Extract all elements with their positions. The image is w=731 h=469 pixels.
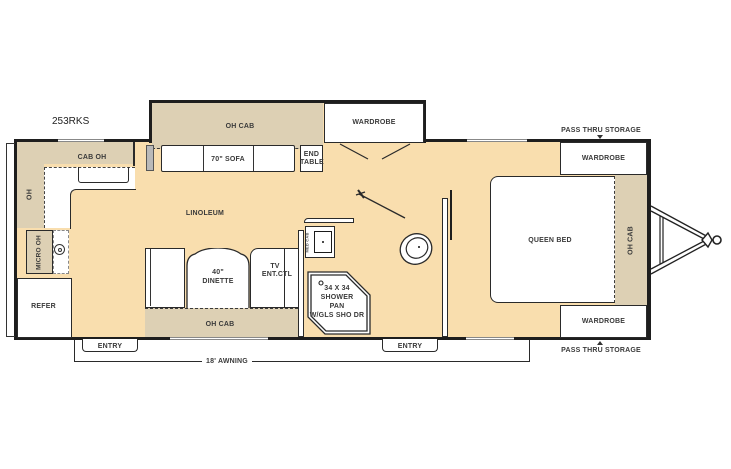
sofa-cushion-divider-2 bbox=[253, 146, 254, 171]
dinette-label-line2: DINETTE bbox=[202, 278, 234, 285]
kitchen-cab-oh bbox=[17, 142, 135, 164]
awning-line-left bbox=[74, 361, 202, 362]
wardrobe-door-swing bbox=[339, 143, 411, 160]
wardrobe-slide bbox=[324, 103, 424, 143]
wall-bottom bbox=[14, 337, 650, 340]
bath-door-swing bbox=[355, 189, 406, 219]
refrigerator bbox=[17, 278, 72, 338]
tv-label-line1: TV bbox=[270, 263, 280, 270]
end-table bbox=[300, 145, 323, 172]
left-outer-rail bbox=[6, 143, 15, 337]
sofa-cushion-divider-1 bbox=[203, 146, 204, 171]
micro-oh-cab bbox=[26, 230, 53, 274]
kitchen-cab-oh-label: CAB OH bbox=[77, 154, 107, 161]
model-title: 253RKS bbox=[52, 116, 90, 127]
stove-burner-icon bbox=[54, 244, 65, 255]
queen-bed-label: QUEEN BED bbox=[528, 237, 572, 244]
dinette-bench-left bbox=[145, 248, 185, 308]
refrigerator-label: REFER bbox=[31, 303, 56, 310]
wall-left bbox=[14, 139, 17, 340]
kitchen-cab-oh-border bbox=[133, 142, 135, 166]
window-top-left bbox=[58, 139, 104, 142]
wardrobe-bottom bbox=[560, 305, 647, 338]
awning-label: 18' AWNING bbox=[206, 358, 248, 365]
shower-pan bbox=[307, 271, 371, 335]
wardrobe-slide-label: WARDROBE bbox=[352, 119, 396, 126]
shower-label-line2: SHOWER bbox=[320, 294, 354, 301]
pass-thru-storage-top-label: PASS THRU STORAGE bbox=[561, 127, 641, 134]
lavatory-label: MED CAB bbox=[304, 232, 310, 253]
shower-label-line3: PAN bbox=[329, 303, 345, 310]
shower-label-line1: 34 X 34 bbox=[324, 285, 350, 292]
entry-door-right-label: ENTRY bbox=[397, 343, 423, 350]
entry-door-left-label: ENTRY bbox=[97, 343, 123, 350]
counter-cutout bbox=[70, 189, 136, 229]
dinette-bench-right bbox=[250, 248, 290, 308]
end-table-label-line1: END bbox=[303, 151, 320, 158]
window-top-right bbox=[467, 139, 527, 142]
left-oh-label: OH bbox=[26, 189, 34, 200]
tv-label-line2: ENT.CTL bbox=[261, 271, 293, 278]
queen-bed bbox=[490, 176, 615, 303]
bath-pocket-door bbox=[450, 190, 452, 240]
dinette-oh-cab-label: OH CAB bbox=[205, 321, 235, 328]
sofa bbox=[161, 145, 295, 172]
dinette-table bbox=[186, 248, 250, 309]
pass-thru-bottom-arrow bbox=[597, 341, 603, 345]
stove-burner-center bbox=[58, 248, 62, 252]
wardrobe-top-label: WARDROBE bbox=[581, 155, 626, 162]
bath-wall-top bbox=[304, 218, 354, 223]
pass-thru-top-arrow bbox=[597, 135, 603, 139]
bed-oh-cab bbox=[615, 174, 647, 306]
dinette-oh-cab bbox=[145, 308, 298, 337]
left-oh-cab bbox=[17, 164, 44, 228]
sofa-frame bbox=[146, 145, 154, 171]
linoleum-label: LINOLEUM bbox=[185, 210, 225, 217]
end-table-label-line2: TABLE bbox=[300, 159, 324, 166]
bed-oh-cab-label: OH CAB bbox=[627, 226, 635, 255]
wall-top-right bbox=[424, 139, 650, 142]
lavatory-sink bbox=[314, 231, 332, 253]
window-bottom-right bbox=[466, 337, 514, 340]
slideout-oh-cab-label: OH CAB bbox=[225, 123, 255, 130]
slideout-oh-cab bbox=[152, 103, 323, 149]
slideout-wall-top bbox=[149, 100, 426, 103]
wall-right bbox=[647, 139, 651, 340]
wardrobe-top bbox=[560, 142, 647, 175]
slideout-wall-left bbox=[149, 100, 152, 143]
entry-door-left[interactable] bbox=[82, 339, 138, 352]
awning-line-right-tick bbox=[529, 340, 530, 362]
entry-door-right[interactable] bbox=[382, 339, 438, 352]
toilet bbox=[399, 233, 433, 265]
window-bottom-dinette bbox=[170, 337, 268, 340]
dinette-label-line1: 40" bbox=[212, 269, 224, 276]
bath-wall-right bbox=[442, 198, 448, 337]
lavatory-drain bbox=[322, 241, 324, 243]
wardrobe-bottom-label: WARDROBE bbox=[581, 318, 626, 325]
shower-label-line4: W/GLS SHO DR bbox=[309, 312, 365, 319]
trailer-hitch-icon bbox=[650, 205, 722, 275]
sofa-label: 70" SOFA bbox=[211, 156, 245, 163]
micro-oh-label: MICRO OH bbox=[35, 235, 43, 270]
awning-line-right bbox=[252, 361, 530, 362]
pass-thru-storage-bottom-label: PASS THRU STORAGE bbox=[561, 347, 641, 354]
dinette-bench-left-back bbox=[150, 249, 151, 306]
bath-wall-left bbox=[298, 230, 304, 337]
kitchen-sink bbox=[78, 167, 129, 183]
awning-line-left-tick bbox=[74, 340, 75, 362]
slideout-wall-right bbox=[423, 100, 426, 143]
